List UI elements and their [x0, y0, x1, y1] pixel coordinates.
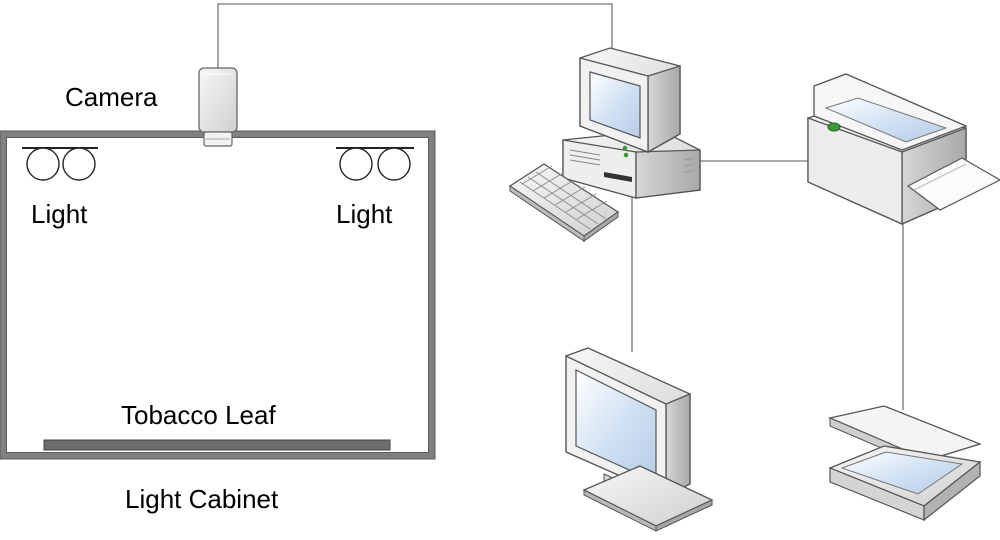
scanner-icon [827, 405, 982, 522]
light-label-right: Light [336, 199, 393, 229]
desktop-computer-icon [562, 47, 701, 199]
camera-label: Camera [65, 82, 158, 112]
light-cabinet [0, 130, 436, 460]
bulb-icon [339, 147, 373, 181]
light-cabinet-label: Light Cabinet [125, 484, 279, 514]
tobacco-leaf-label: Tobacco Leaf [121, 400, 276, 430]
bulb-icon [62, 147, 96, 181]
keyboard-icon [508, 163, 620, 242]
wire-camera-computer [217, 3, 613, 68]
light-left [22, 147, 98, 181]
monitor-icon [565, 347, 714, 532]
light-right [336, 147, 414, 181]
bulb-icon [26, 147, 60, 181]
tobacco-leaf-bar [43, 439, 391, 451]
connection-wires [217, 3, 904, 410]
printer-icon [807, 73, 1000, 226]
light-label-left: Light [31, 199, 88, 229]
camera-icon [198, 67, 238, 147]
bulb-icon [377, 147, 411, 181]
